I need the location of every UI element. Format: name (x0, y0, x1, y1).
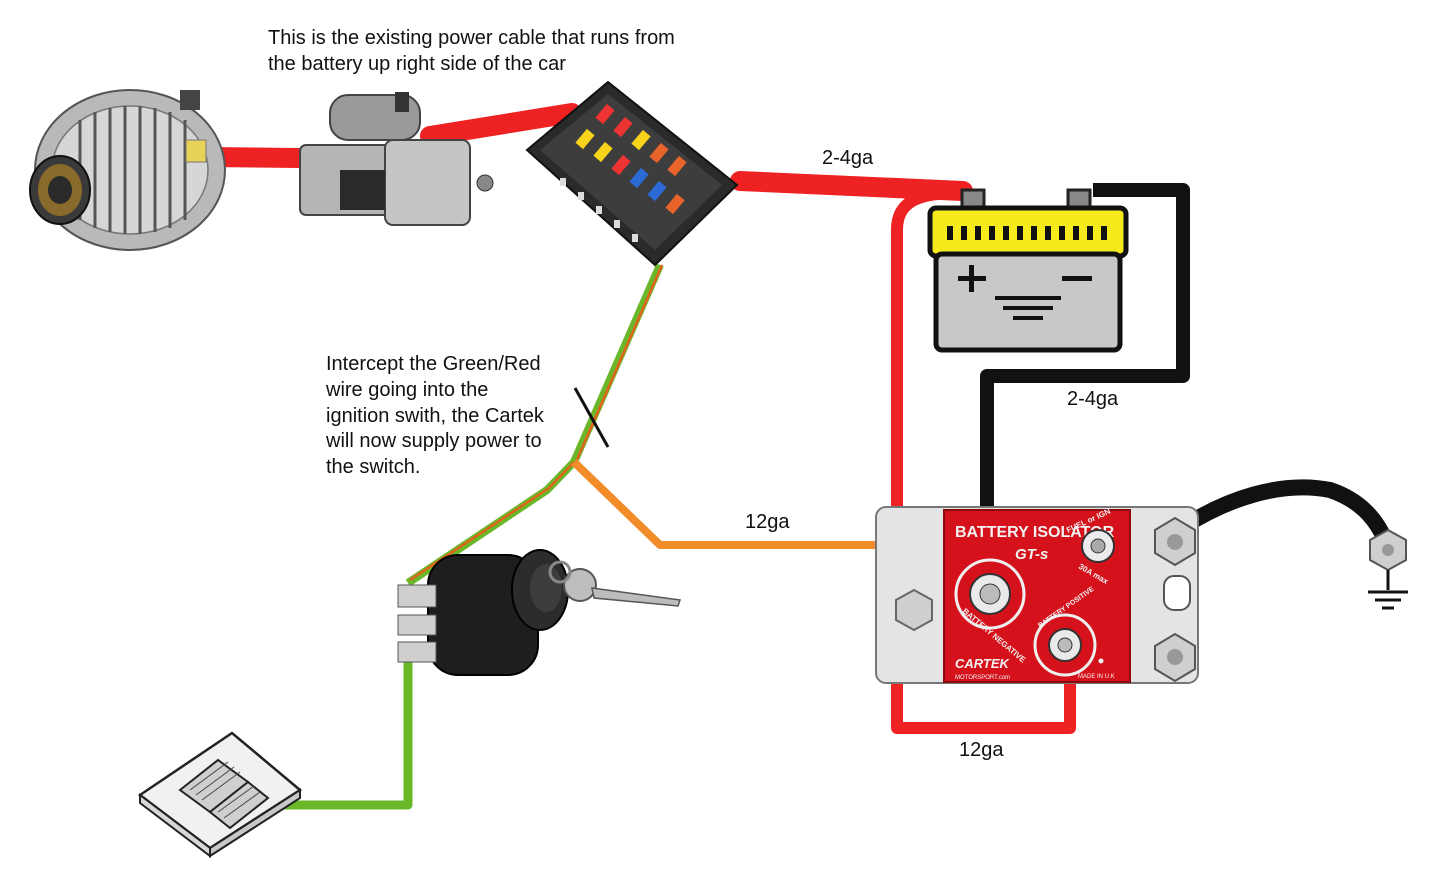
top-note-line-1: This is the existing power cable that ru… (268, 27, 675, 49)
fusebox-battery-wire (730, 171, 973, 201)
top-note-line-2: the battery up right side of the car (268, 53, 566, 75)
isolator-made-in: MADE IN U.K (1078, 674, 1115, 680)
intercept-note-line-1: Intercept the Green/Red (326, 353, 541, 375)
starter-motor-icon (299, 92, 494, 226)
battery-icon (927, 188, 1129, 353)
wire-label-fuse-battery: 2-4ga (822, 147, 874, 169)
isolator-brand: CARTEK (955, 656, 1011, 671)
battery-positive-12ga-wire (891, 187, 1076, 734)
fuse-box-icon (525, 80, 739, 267)
starter-fusebox-wire (420, 103, 582, 146)
green-red-wire-lower-stripe (409, 461, 575, 582)
wire-label-bottom-positive: 12ga (959, 739, 1004, 761)
wire-label-orange-feed: 12ga (745, 511, 790, 533)
green-red-wire-upper (570, 263, 664, 464)
green-red-wire-upper-stripe (574, 264, 664, 463)
wire-label-battery-negative: 2-4ga (1067, 388, 1119, 410)
alternator-icon (29, 89, 226, 251)
ground-icon (1368, 528, 1408, 610)
ignition-switch-icon (397, 549, 681, 676)
intercept-note-line-5: the switch. (326, 456, 421, 478)
isolator-brand-sub: MOTORSPORT.com (955, 675, 1010, 681)
battery-negative-wire (980, 183, 1190, 590)
isolator-model: GT-s (1015, 546, 1048, 563)
isolator-title: BATTERY ISOLATOR (955, 524, 1115, 541)
ecu-icon (137, 731, 303, 859)
intercept-note-line-3: ignition swith, the Cartek (326, 405, 544, 427)
ignition-ecu-wire (266, 660, 413, 810)
wire-cut-mark (573, 387, 610, 448)
intercept-note-line-4: will now supply power to (326, 430, 542, 452)
intercept-note-line-2: wire going into the (326, 379, 489, 401)
battery-isolator-icon: BATTERY ISOLATOR GT-s CARTEK MOTORSPORT.… (875, 506, 1199, 684)
isolator-ground-cable (1175, 479, 1395, 553)
